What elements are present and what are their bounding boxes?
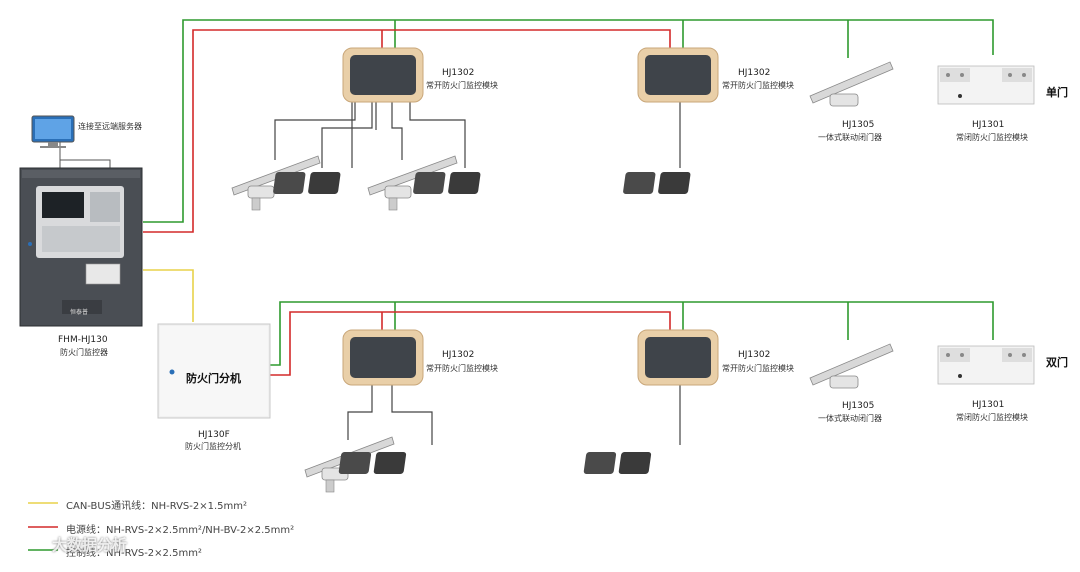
single-door-tag: 单门: [1046, 86, 1068, 99]
computer-icon: [31, 115, 75, 148]
top-power-line: [143, 29, 671, 233]
wire: [409, 102, 466, 168]
wire: [347, 385, 373, 440]
top-control-line: [143, 19, 994, 223]
sub-controller-name: 防火门监控分机: [185, 442, 241, 451]
closer-top-name: 一体式联动闭门器: [818, 133, 882, 142]
legend-can-bus: CAN-BUS通讯线：NH-RVS-2×1.5mm²: [66, 501, 248, 512]
network-line: [59, 142, 111, 168]
bottom-control-line: [270, 301, 994, 366]
closed-top-model: HJ1301: [972, 120, 1005, 130]
open-door-module-icon: [342, 329, 424, 386]
door-holder-icon: [413, 172, 481, 194]
closer-bottom-name: 一体式联动闭门器: [818, 414, 882, 423]
server-label: 连接至远端服务器: [78, 122, 142, 131]
closed-bottom-name: 常闭防火门监控模块: [956, 413, 1028, 422]
door-holder-icon: [583, 452, 652, 474]
module-bottom-1-name: 常开防火门监控模块: [426, 364, 498, 373]
open-door-module-icon: [342, 47, 424, 103]
open-door-module-icon: [637, 47, 719, 103]
open-door-module-icon: [637, 329, 719, 386]
module-top-1-model: HJ1302: [442, 68, 475, 78]
wire: [391, 102, 403, 160]
controller-model: FHM-HJ130: [58, 335, 108, 345]
legend-power: 电源线：NH-RVS-2×2.5mm²/NH-BV-2×2.5mm²: [66, 525, 295, 536]
module-bottom-1-model: HJ1302: [442, 350, 475, 360]
closer-top-model: HJ1305: [842, 120, 875, 130]
door-holder-icon: [273, 172, 341, 194]
module-bottom-2-name: 常开防火门监控模块: [722, 364, 794, 373]
sub-controller-box-icon: [157, 323, 271, 419]
door-holder-icon: [623, 172, 691, 194]
sub-controller-panel-text: 防火门分机: [186, 372, 241, 385]
door-closer-icon: [809, 343, 894, 389]
controller-name: 防火门监控器: [60, 348, 108, 357]
closed-door-module-icon: [937, 345, 1035, 385]
wire: [321, 102, 373, 168]
door-closer-icon: [809, 61, 894, 107]
door-holder-icon: [338, 452, 407, 474]
controller-cabinet-icon: [19, 167, 143, 327]
bottom-power-line: [270, 311, 671, 376]
module-top-2-name: 常开防火门监控模块: [722, 81, 794, 90]
closed-bottom-model: HJ1301: [972, 400, 1005, 410]
module-top-1-name: 常开防火门监控模块: [426, 81, 498, 90]
module-top-2-model: HJ1302: [738, 68, 771, 78]
wire: [391, 385, 433, 445]
closed-door-module-icon: [937, 65, 1035, 105]
sub-controller-model: HJ130F: [198, 430, 230, 440]
closer-bottom-model: HJ1305: [842, 401, 875, 411]
closed-top-name: 常闭防火门监控模块: [956, 133, 1028, 142]
module-bottom-2-model: HJ1302: [738, 350, 771, 360]
legend-control: 控制线：NH-RVS-2×2.5mm²: [66, 548, 202, 559]
can-bus-line: [143, 269, 194, 322]
controller-brand: 恒泰普: [70, 309, 89, 316]
door-closer-icon: [367, 155, 458, 211]
watermark-text: 大数据分析: [52, 536, 128, 554]
double-door-tag: 双门: [1046, 356, 1068, 369]
wire: [274, 102, 356, 160]
